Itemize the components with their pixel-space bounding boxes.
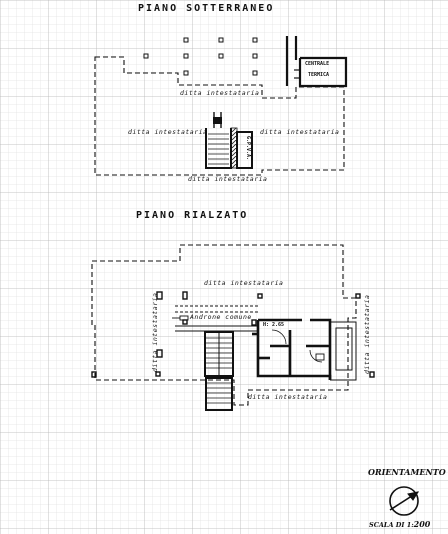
sotterraneo-plan <box>94 36 348 176</box>
scale-label: SCALA DI 1:200 <box>369 520 430 529</box>
sotterraneo-stair-treads <box>208 133 229 165</box>
centrale-termica-label-1: CENTRALE <box>305 61 330 67</box>
rialzato-dashed-outline <box>91 244 357 406</box>
rialzato-plan <box>91 244 375 411</box>
rialzato-fixtures <box>172 315 325 361</box>
rialzato-ditta-right: ditta intestataria <box>363 294 371 374</box>
rialzato-ditta-bottom: ditta intestataria <box>248 393 328 401</box>
centrale-termica-label-2: TERMICA <box>308 72 330 78</box>
apartment-doors <box>271 329 323 363</box>
rialzato-title: PIANO RIALZATO <box>136 210 249 221</box>
ceiling-height-label: H: 2.65 <box>263 322 285 328</box>
scale-prefix: SCALA DI 1: <box>369 521 414 529</box>
sotterraneo-hatched-wall <box>230 127 238 169</box>
sotterraneo-title: PIANO SOTTERRANEO <box>138 3 275 14</box>
androne-comune-label: Androne comune <box>190 313 252 321</box>
sotterraneo-ditta-top: ditta intestataria <box>180 89 260 97</box>
rialzato-pillars <box>91 291 375 378</box>
scale-value: 200 <box>413 519 431 529</box>
rialzato-ditta-left: ditta intestataria <box>151 292 159 372</box>
rialzato-ditta-top: ditta intestataria <box>204 279 284 287</box>
sotterraneo-ditta-bottom: ditta intestataria <box>188 175 268 183</box>
centrale-termica-room <box>285 36 348 88</box>
orientamento-label: ORIENTAMENTO <box>368 467 446 477</box>
rialzato-stair <box>204 331 234 411</box>
rialzato-stair-treads <box>206 337 232 404</box>
sotterraneo-stair-code: G.P.V.A. <box>245 136 251 161</box>
apartment-walls <box>252 318 332 380</box>
sotterraneo-pillars <box>143 37 258 76</box>
sotterraneo-ditta-right: ditta intestataria <box>260 128 340 136</box>
north-arrow-compass <box>389 486 420 516</box>
right-annex <box>330 321 357 381</box>
sotterraneo-ditta-left: ditta intestataria <box>128 128 208 136</box>
sotterraneo-dashed-outline <box>94 56 345 176</box>
